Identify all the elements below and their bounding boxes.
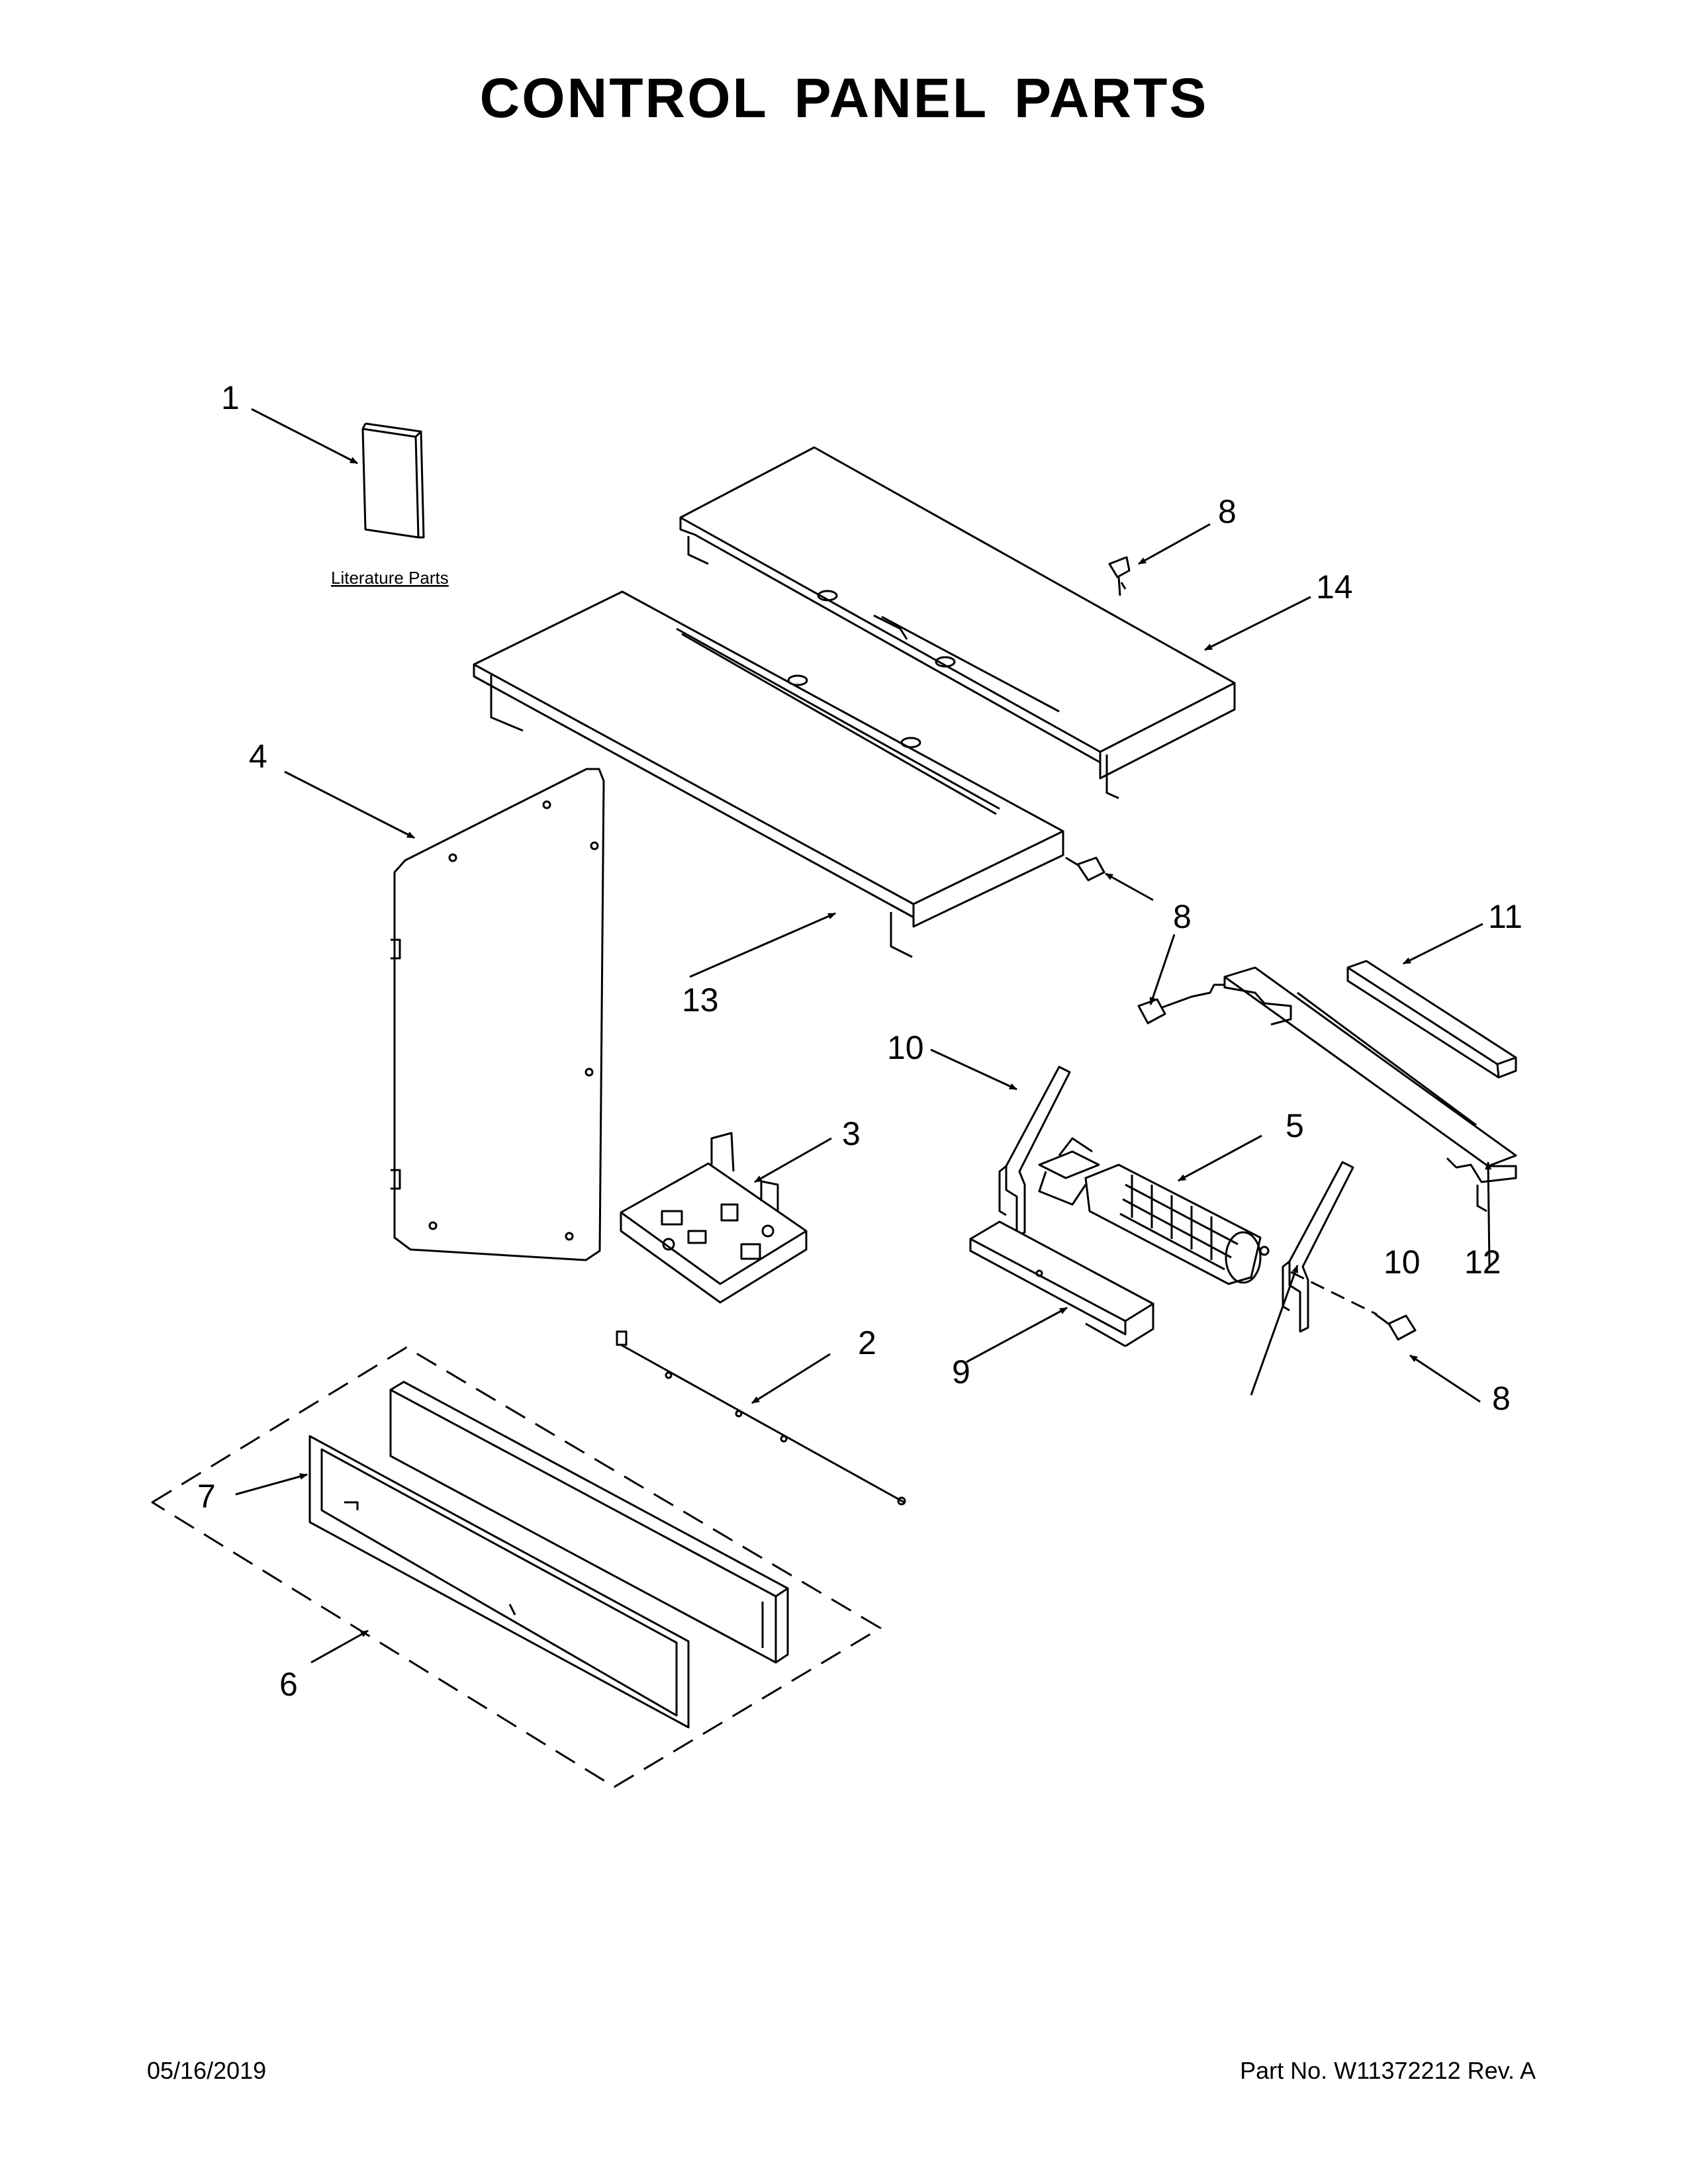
gasket-strip	[1346, 960, 1517, 1079]
callout-10-right: 10	[1383, 1244, 1421, 1281]
callout-7: 7	[197, 1478, 216, 1515]
callout-2: 2	[858, 1324, 876, 1361]
screw-dashed-line	[1290, 1271, 1378, 1316]
callout-8-bottom: 8	[1492, 1380, 1511, 1417]
side-panel	[391, 768, 605, 1261]
callout-9: 9	[952, 1353, 970, 1390]
callout-11: 11	[1488, 898, 1523, 935]
callout-4: 4	[249, 738, 267, 775]
callout-10-left: 10	[887, 1029, 924, 1066]
footer-part-number: Part No. W11372212 Rev. A	[1240, 2057, 1536, 2084]
control-panel-assembly	[308, 1381, 789, 1729]
assembly-dashed-outline	[151, 1346, 882, 1788]
literature-book	[361, 422, 425, 539]
upper-panel-bracket	[679, 446, 1236, 799]
callout-8-top: 8	[1218, 493, 1237, 530]
callout-12: 12	[1464, 1244, 1501, 1281]
callout-1: 1	[221, 379, 240, 416]
page-title: CONTROL PANEL PARTS	[479, 67, 1209, 129]
screw-middle	[1065, 856, 1105, 882]
callout-8-middle: 8	[1173, 898, 1192, 935]
main-panel-shelf	[473, 590, 1064, 958]
lower-right-bracket	[1223, 966, 1517, 1212]
footer-date: 05/16/2019	[147, 2057, 267, 2084]
fan-bracket-right	[1282, 1161, 1354, 1333]
callout-13: 13	[682, 981, 719, 1019]
leader-lines	[235, 408, 1492, 1664]
fan-bracket-left	[998, 1066, 1071, 1238]
screw-top	[1108, 556, 1131, 596]
fan-shield	[969, 1220, 1154, 1347]
callout-14: 14	[1316, 569, 1353, 606]
callout-3: 3	[842, 1115, 861, 1152]
callout-5: 5	[1286, 1107, 1304, 1144]
control-board	[620, 1132, 808, 1304]
literature-parts-label: Literature Parts	[331, 568, 449, 588]
callout-6: 6	[279, 1666, 298, 1703]
screw-bottom	[1375, 1313, 1417, 1341]
tangential-fan	[1038, 1137, 1270, 1285]
wire-harness	[616, 1330, 906, 1506]
